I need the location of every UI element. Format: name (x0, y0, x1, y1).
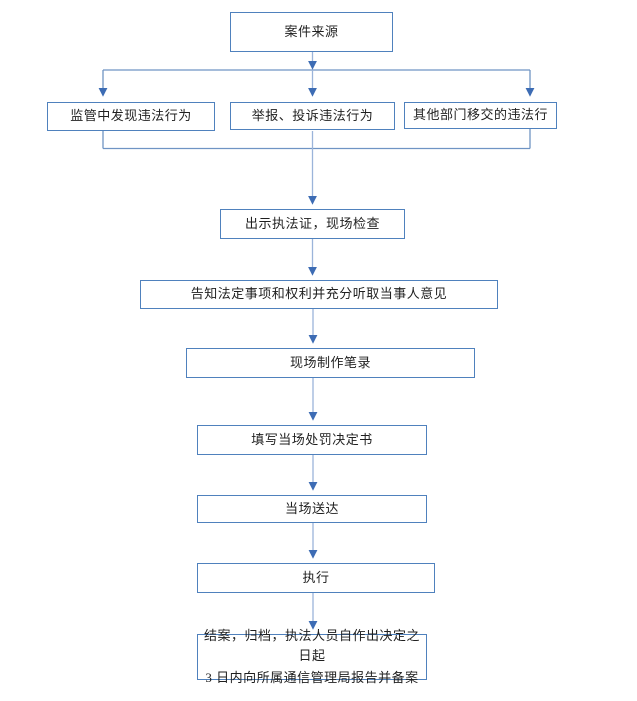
node-supervision-found-violation-label: 监管中发现违法行为 (70, 108, 192, 124)
node-report-complaint-violation-label: 举报、投诉违法行为 (251, 107, 374, 123)
node-execute-label: 执行 (302, 569, 330, 585)
node-inform-rights-listen: 告知法定事项和权利并充分听取当事人意见 (140, 280, 498, 309)
node-onsite-delivery: 当场送达 (197, 495, 427, 523)
node-fill-punishment-decision-label: 填写当场处罚决定书 (251, 431, 373, 447)
node-case-source: 案件来源 (230, 12, 393, 52)
node-close-case-report-line1: 结案，归档，执法人员自作出决定之日起 (203, 628, 420, 663)
node-execute: 执行 (197, 563, 435, 593)
node-transferred-violation: 其他部门移交的违法行 (404, 102, 557, 129)
node-show-credentials-inspect: 出示执法证，现场检查 (220, 209, 405, 239)
node-supervision-found-violation: 监管中发现违法行为 (47, 102, 215, 131)
node-inform-rights-listen-label: 告知法定事项和权利并充分听取当事人意见 (190, 286, 448, 302)
node-close-case-report-line2: 3 日内向所属通信管理局报告并备案 (205, 670, 419, 685)
node-case-source-label: 案件来源 (284, 23, 339, 39)
node-report-complaint-violation: 举报、投诉违法行为 (230, 102, 395, 130)
node-fill-punishment-decision: 填写当场处罚决定书 (197, 425, 427, 455)
node-onsite-record-label: 现场制作笔录 (289, 354, 371, 370)
node-onsite-delivery-label: 当场送达 (284, 500, 339, 516)
node-show-credentials-inspect-label: 出示执法证，现场检查 (244, 215, 380, 231)
node-transferred-violation-label: 其他部门移交的违法行 (412, 107, 548, 123)
node-onsite-record: 现场制作笔录 (186, 348, 475, 378)
node-close-case-report: 结案，归档，执法人员自作出决定之日起 3 日内向所属通信管理局报告并备案 (197, 628, 427, 685)
